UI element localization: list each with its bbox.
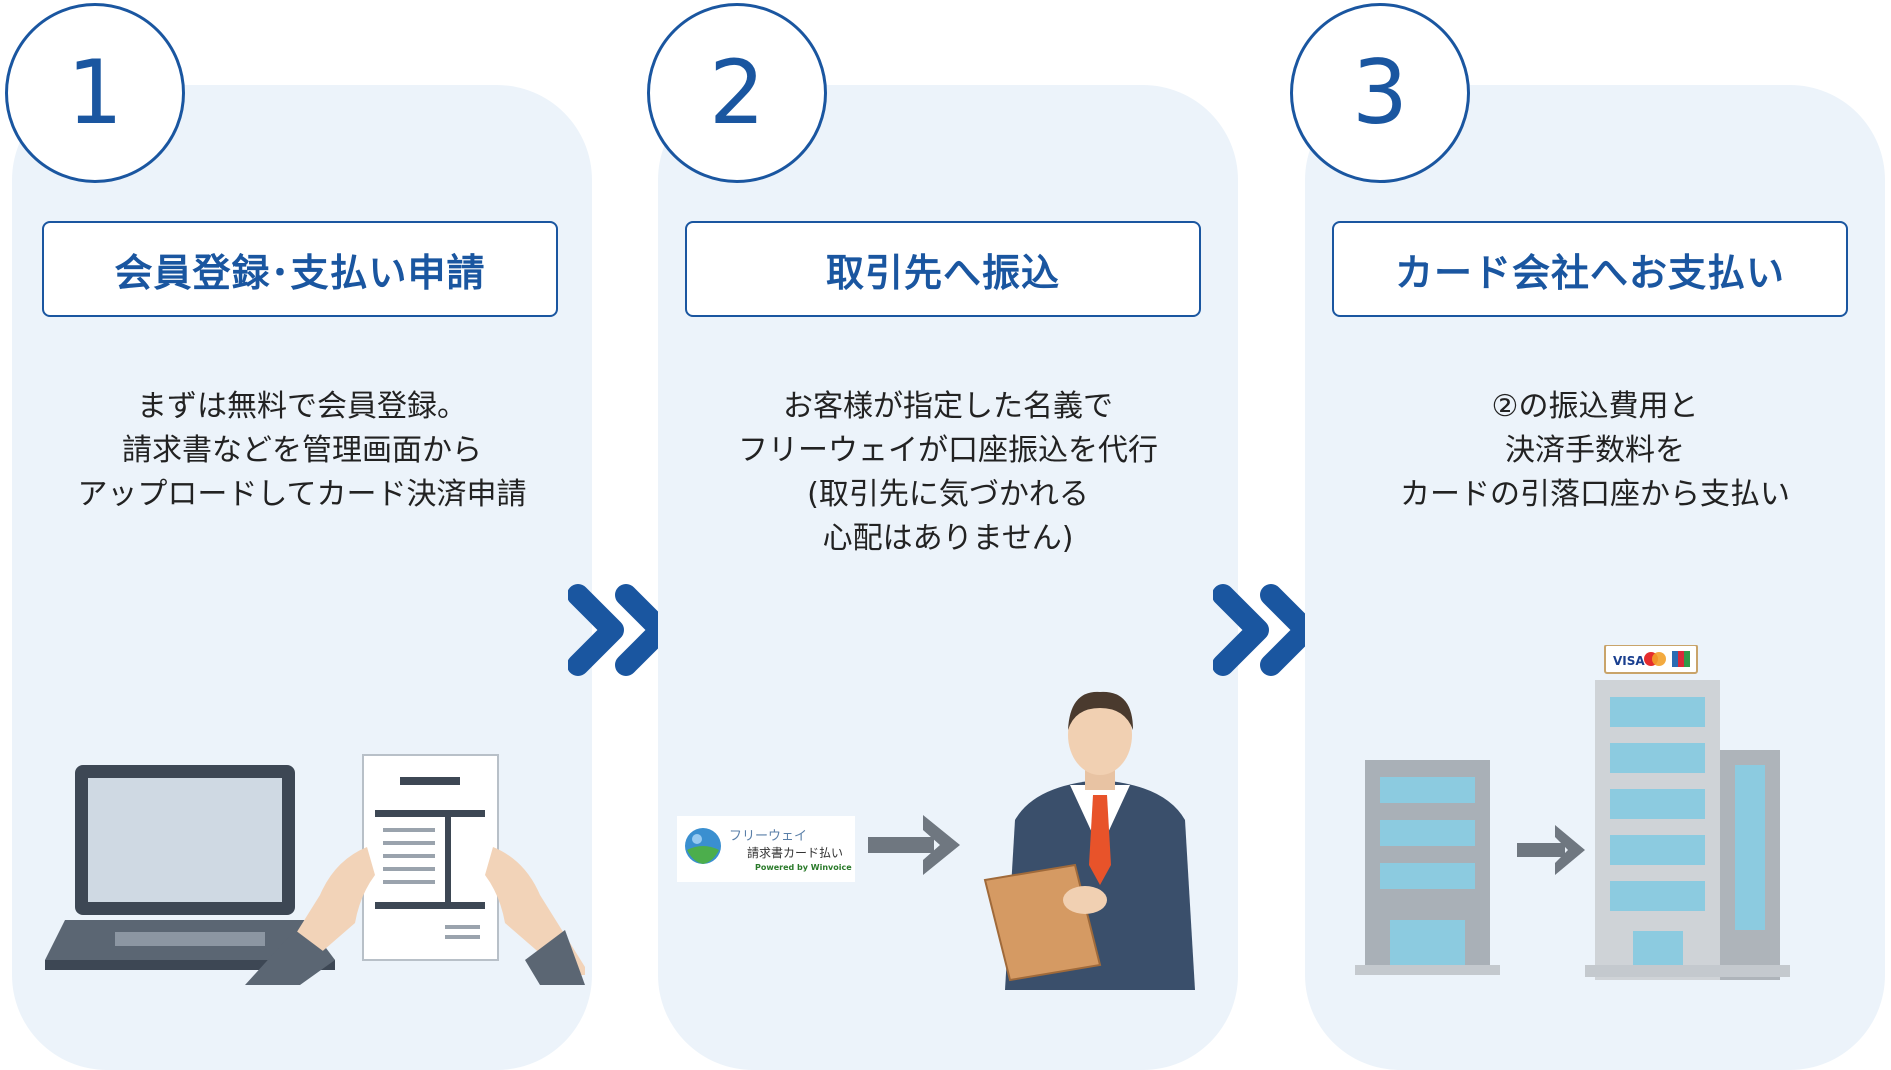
desc-line: 決済手数料を: [1505, 433, 1685, 468]
step-number-3: 3: [1290, 3, 1470, 183]
bank-buildings-illustration: VISA: [1355, 645, 1790, 980]
desc-line: ②の振込費用と: [1491, 389, 1699, 424]
step-title-1: 会員登録･支払い申請: [42, 221, 558, 317]
office-building-icon: [1355, 760, 1500, 975]
visa-logo: VISA: [1613, 654, 1645, 668]
globe-icon: [685, 828, 721, 864]
arrow-right-icon: [868, 815, 960, 875]
step-number-2: 2: [647, 3, 827, 183]
laptop-invoice-illustration: [45, 754, 585, 985]
desc-line: (取引先に気づかれる: [807, 477, 1089, 512]
step-description-3: ②の振込費用と 決済手数料を カードの引落口座から支払い: [1305, 385, 1885, 517]
desc-line: 請求書などを管理画面から: [122, 433, 482, 468]
step-description-1: まずは無料で会員登録。 請求書などを管理画面から アップロードしてカード決済申請: [12, 385, 592, 517]
desc-line: まずは無料で会員登録。: [137, 389, 467, 424]
freeway-logo: フリーウェイ 請求書カード払い Powered by Winvoice: [677, 816, 855, 882]
step-title-3: カード会社へお支払い: [1332, 221, 1848, 317]
desc-line: 心配はありません): [822, 521, 1074, 556]
desc-line: フリーウェイが口座振込を代行: [738, 433, 1158, 468]
logo-powered: Powered by Winvoice: [755, 863, 852, 872]
invoice-document-icon: [362, 754, 499, 961]
businessman-illustration: [983, 691, 1195, 990]
desc-line: アップロードしてカード決済申請: [77, 477, 527, 512]
step-description-2: お客様が指定した名義で フリーウェイが口座振込を代行 (取引先に気づかれる 心配…: [658, 385, 1238, 561]
logo-name: フリーウェイ: [729, 829, 808, 844]
desc-line: お客様が指定した名義で: [783, 389, 1113, 424]
step-number-1: 1: [5, 3, 185, 183]
card-company-building-icon: [1585, 680, 1790, 980]
logo-service: 請求書カード払い: [747, 846, 844, 860]
desc-line: カードの引落口座から支払い: [1400, 477, 1790, 512]
arrow-right-icon: [1517, 843, 1565, 857]
step-title-2: 取引先へ振込: [685, 221, 1201, 317]
